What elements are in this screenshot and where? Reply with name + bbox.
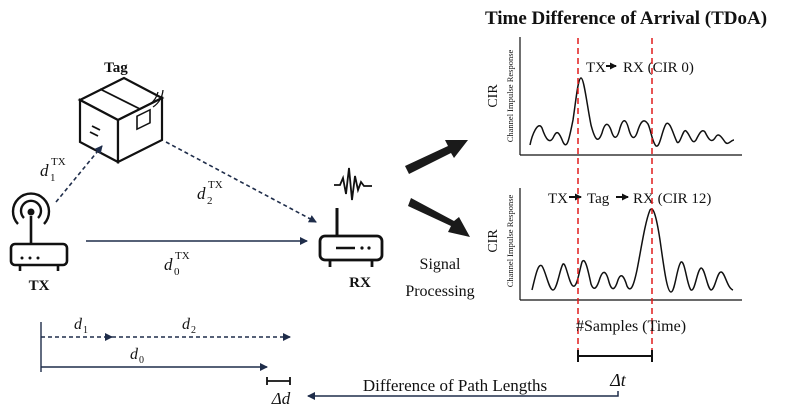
box-tag-icon: [77, 76, 165, 164]
svg-text:Tag: Tag: [587, 191, 610, 207]
svg-text:d: d: [182, 316, 191, 333]
label-d0: d 0: [130, 346, 144, 366]
svg-text:1: 1: [50, 172, 56, 184]
path-length-comparison: [40, 322, 291, 372]
svg-text:TX: TX: [208, 179, 223, 191]
svg-text:TX: TX: [586, 60, 606, 76]
tag-label: Tag: [104, 60, 128, 76]
difference-arrow: [307, 391, 619, 400]
delta-t-label: Δt: [609, 370, 627, 390]
tx-label: TX: [29, 278, 50, 294]
cir-curve-bottom: [531, 208, 734, 293]
delta-t-bracket: [577, 350, 653, 362]
diagram-title: Time Difference of Arrival (TDoA): [485, 8, 767, 29]
svg-text:d: d: [164, 255, 173, 274]
top-legend: TX RX (CIR 0): [586, 60, 694, 76]
arrow-to-bottom-plot: [408, 198, 470, 237]
router-tx-icon: [9, 192, 69, 271]
svg-text:2: 2: [191, 325, 196, 336]
cir-plot-top: CIR Channel Impulse Response TX RX (CIR …: [486, 37, 742, 156]
svg-text:d: d: [40, 161, 49, 180]
label-d2tx: d 2 TX: [197, 179, 223, 207]
delta-d-label: Δd: [271, 389, 291, 408]
svg-text:d: d: [74, 316, 83, 333]
svg-text:TX: TX: [51, 156, 66, 168]
x-axis-label: #Samples (Time): [576, 318, 686, 335]
delta-d-bracket: [266, 377, 291, 385]
svg-text:CIR: CIR: [486, 84, 501, 108]
svg-text:Channel Impulse Response: Channel Impulse Response: [505, 195, 515, 288]
svg-text:RX (CIR 0): RX (CIR 0): [623, 60, 694, 76]
svg-text:CIR: CIR: [486, 229, 501, 253]
processing-label: Processing: [405, 283, 474, 300]
svg-text:2: 2: [207, 195, 213, 207]
rx-label: RX: [349, 275, 371, 291]
svg-text:Channel Impulse Response: Channel Impulse Response: [505, 50, 515, 143]
bottom-legend: TX Tag RX (CIR 12): [548, 191, 711, 207]
path-tx-tag: [55, 145, 103, 203]
svg-text:d: d: [130, 346, 139, 363]
svg-text:TX: TX: [548, 191, 568, 207]
label-d1tx: d 1 TX: [40, 156, 66, 184]
svg-text:TX: TX: [175, 250, 190, 262]
arrow-to-top-plot: [405, 140, 468, 174]
signal-label: Signal: [420, 256, 461, 273]
label-d0tx: d 0 TX: [164, 250, 190, 278]
svg-text:RX (CIR 12): RX (CIR 12): [633, 191, 711, 207]
svg-text:d: d: [197, 184, 206, 203]
signal-wave-icon: [334, 167, 372, 201]
difference-label: Difference of Path Lengths: [363, 376, 547, 395]
svg-text:1: 1: [83, 325, 88, 336]
cir-curve-top: [529, 77, 735, 147]
svg-text:0: 0: [174, 266, 180, 278]
label-d2: d 2: [182, 316, 196, 336]
router-rx-icon: [318, 208, 384, 267]
svg-text:0: 0: [139, 355, 144, 366]
cir-plot-bottom: CIR Channel Impulse Response TX Tag RX (…: [486, 188, 742, 301]
path-tag-rx: [165, 141, 317, 223]
label-d1: d 1: [74, 316, 88, 336]
